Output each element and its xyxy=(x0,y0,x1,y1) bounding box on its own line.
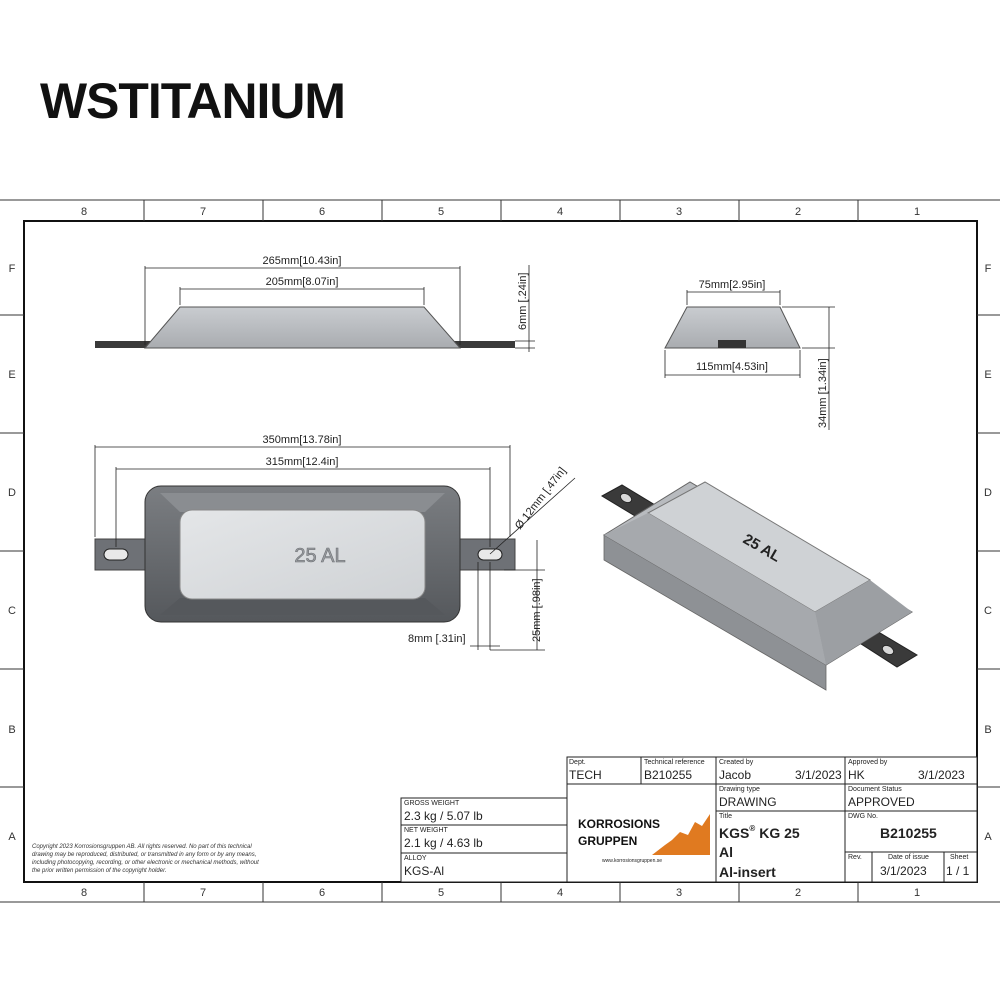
net-weight-label: NET WEIGHT xyxy=(404,827,449,834)
svg-text:drawing may be reproduced, dis: drawing may be reproduced, distributed, … xyxy=(32,852,256,858)
doc-status-label: Document Status xyxy=(848,786,902,793)
techref-value: B210255 xyxy=(644,768,692,782)
plan-edge-dim: 8mm [.31in] xyxy=(408,633,466,645)
grid-col-label: 3 xyxy=(676,206,682,218)
approved-date: 3/1/2023 xyxy=(918,768,965,782)
dwg-value: B210255 xyxy=(880,825,937,841)
plan-hole-dia-dim: Ø 12mm [.47in] xyxy=(513,465,569,532)
title-line-3: Al-insert xyxy=(719,864,776,880)
created-by-label: Created by xyxy=(719,759,754,766)
grid-col-label: 2 xyxy=(795,887,801,899)
grid-row-label: B xyxy=(984,724,991,736)
approved-by-label: Approved by xyxy=(848,759,888,766)
issue-label: Date of issue xyxy=(888,854,929,861)
grid-col-label: 2 xyxy=(795,206,801,218)
grid-col-label: 6 xyxy=(319,887,325,899)
grid-row-label: A xyxy=(984,831,992,843)
plan-strap-width-dim: 25mm [.98in] xyxy=(531,578,543,642)
dept-value: TECH xyxy=(569,768,602,782)
grid-col-label: 8 xyxy=(81,206,87,218)
approved-by-value: HK xyxy=(848,768,865,782)
weight-block: GROSS WEIGHT 2.3 kg / 5.07 lb NET WEIGHT… xyxy=(400,797,568,883)
title-line-2: Al xyxy=(719,844,733,860)
dwg-label: DWG No. xyxy=(848,813,878,820)
grid-col-label: 6 xyxy=(319,206,325,218)
grid-row-label: C xyxy=(984,605,992,617)
alloy-label: ALLOY xyxy=(404,855,427,862)
svg-text:the prior written permission o: the prior written permission of the copy… xyxy=(32,868,167,874)
plan-view: 25 AL 350mm[13.78in] 315mm[12.4in] Ø 12m… xyxy=(94,434,576,651)
company-line-2: GRUPPEN xyxy=(578,834,637,848)
plan-holes-dim: 315mm[12.4in] xyxy=(266,456,339,468)
title-block xyxy=(566,756,978,883)
issue-value: 3/1/2023 xyxy=(880,864,927,878)
svg-text:Copyright 2023 Korrosionsgrupp: Copyright 2023 Korrosionsgruppen AB. All… xyxy=(32,844,252,850)
grid-col-label: 8 xyxy=(81,887,87,899)
company-url: www.korrosionsgruppen.se xyxy=(602,858,662,864)
end-bottom-dim: 115mm[4.53in] xyxy=(696,361,768,373)
grid-col-label: 3 xyxy=(676,887,682,899)
grid-row-label: B xyxy=(8,724,15,736)
grid-col-label: 5 xyxy=(438,887,444,899)
gross-weight-label: GROSS WEIGHT xyxy=(404,800,460,807)
grid-col-label: 1 xyxy=(914,206,920,218)
techref-label: Technical reference xyxy=(644,759,705,766)
title-line-1: KGS®KG 25 xyxy=(719,824,800,841)
drawing-type-value: DRAWING xyxy=(719,795,777,809)
grid-col-label: 4 xyxy=(557,887,563,899)
plan-slot-left xyxy=(103,548,129,561)
side-thickness-dim: 6mm [.24in] xyxy=(517,273,529,331)
side-overall-dim: 265mm[10.43in] xyxy=(263,255,342,267)
grid-row-label: F xyxy=(985,263,992,275)
gross-weight-value: 2.3 kg / 5.07 lb xyxy=(404,809,483,823)
net-weight-value: 2.1 kg / 4.63 lb xyxy=(404,836,483,850)
side-view: 265mm[10.43in] 205mm[8.07in] 6mm [.24in] xyxy=(95,255,535,352)
end-strap xyxy=(718,340,746,348)
grid-col-label: 5 xyxy=(438,206,444,218)
plan-marking: 25 AL xyxy=(294,545,345,567)
end-view: 75mm[2.95in] 115mm[4.53in] 34mm [1.34in] xyxy=(664,279,835,430)
end-top-dim: 75mm[2.95in] xyxy=(699,279,766,291)
grid-row-label: D xyxy=(984,487,992,499)
svg-text:including photocopying, record: including photocopying, recording, or ot… xyxy=(32,860,259,866)
isometric-view: 25 AL xyxy=(601,481,918,691)
sheet-value: 1 / 1 xyxy=(946,864,970,878)
grid-col-label: 1 xyxy=(914,887,920,899)
grid-row-label: E xyxy=(8,369,15,381)
alloy-value: KGS-Al xyxy=(404,864,444,878)
grid-row-label: A xyxy=(8,831,16,843)
grid-col-label: 4 xyxy=(557,206,563,218)
end-anode-body xyxy=(664,306,801,349)
title-block-text: Dept. TECH Technical reference B210255 C… xyxy=(569,759,970,880)
doc-status-value: APPROVED xyxy=(848,795,915,809)
plan-slot-right xyxy=(477,548,503,561)
title-label: Title xyxy=(719,813,732,820)
created-date: 3/1/2023 xyxy=(795,768,842,782)
rev-label: Rev. xyxy=(848,854,862,861)
grid-col-label: 7 xyxy=(200,887,206,899)
side-top-dim: 205mm[8.07in] xyxy=(266,276,339,288)
grid-row-label: F xyxy=(9,263,16,275)
created-by-value: Jacob xyxy=(719,768,751,782)
plan-overall-dim: 350mm[13.78in] xyxy=(263,434,342,446)
grid-col-label: 7 xyxy=(200,206,206,218)
sheet-label: Sheet xyxy=(950,854,968,861)
grid-row-label: E xyxy=(984,369,991,381)
korrosionsgruppen-logo: KORROSIONS GRUPPEN www.korrosionsgruppen… xyxy=(578,814,710,864)
copyright-notice: Copyright 2023 Korrosionsgruppen AB. All… xyxy=(32,844,259,874)
company-line-1: KORROSIONS xyxy=(578,817,660,831)
end-height-dim: 34mm [1.34in] xyxy=(817,358,829,428)
company-logo-mark xyxy=(652,814,710,855)
side-anode-body xyxy=(143,306,462,349)
grid-row-label: D xyxy=(8,487,16,499)
logo-text: WSTITANIUM xyxy=(40,73,345,129)
wstitanium-logo: WSTITANIUM xyxy=(40,73,346,129)
plan-anode-face xyxy=(179,509,426,600)
dept-label: Dept. xyxy=(569,759,586,766)
drawing-type-label: Drawing type xyxy=(719,786,760,793)
grid-row-label: C xyxy=(8,605,16,617)
